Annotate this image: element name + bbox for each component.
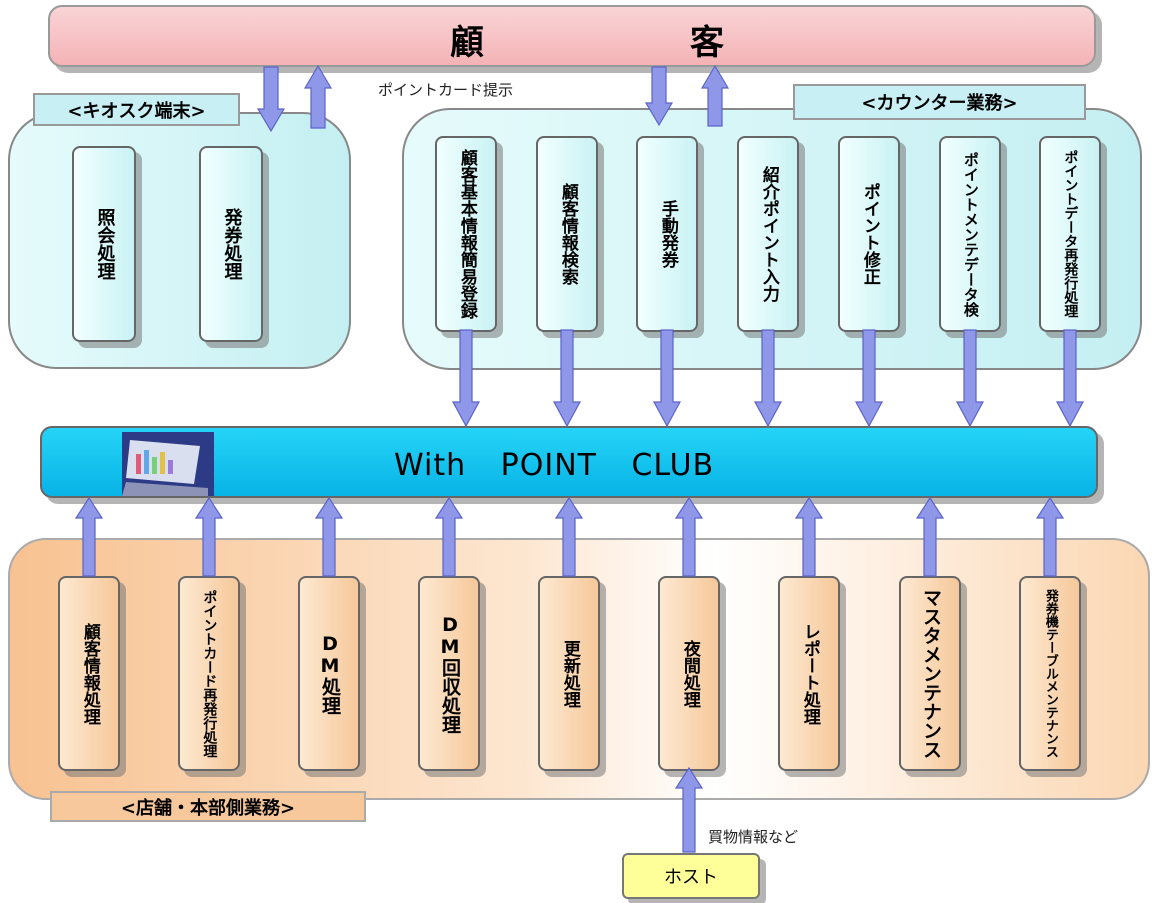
- store-item-dm: DM処理: [298, 576, 360, 771]
- system-title: With POINT CLUB: [394, 448, 715, 483]
- arrow-down-icon: [854, 329, 884, 428]
- kiosk-item-label: 発券処理: [221, 208, 243, 280]
- arrow-up-icon: [74, 496, 104, 577]
- counter-label: <カウンター業務>: [793, 84, 1086, 120]
- arrow-up-icon: [194, 496, 224, 577]
- store-item-master-maintenance: マスタメンテナンス: [899, 576, 961, 771]
- store-item-label: DM回収処理: [438, 613, 461, 734]
- arrow-up-icon: [794, 496, 824, 577]
- store-item-update: 更新処理: [538, 576, 600, 771]
- kiosk-item-inquiry: 照会処理: [72, 146, 136, 342]
- counter-item-manual-ticketing: 手動発券: [636, 136, 698, 332]
- store-item-label: マスタメンテナンス: [919, 588, 942, 759]
- customer-char-2: 客: [690, 23, 726, 63]
- store-item-card-reissue: ポイントカード再発行処理: [178, 576, 240, 771]
- store-label: <店舗・本部側業務>: [50, 791, 366, 822]
- host-box: ホスト: [622, 853, 760, 899]
- arrow-down-icon: [753, 329, 783, 428]
- store-item-nightly: 夜間処理: [658, 576, 720, 771]
- arrow-down-icon: [552, 329, 582, 428]
- arrow-up-icon: [674, 766, 704, 853]
- kiosk-item-ticketing: 発券処理: [199, 146, 263, 342]
- counter-item-point-data-reissue: ポイントデータ再発行処理: [1039, 136, 1101, 332]
- store-item-label: DM処理: [318, 632, 341, 715]
- counter-item-label: 手動発券: [657, 200, 678, 268]
- kiosk-item-label: 照会処理: [94, 208, 116, 280]
- computer-screen-icon: [122, 432, 214, 496]
- counter-item-label: 紹介ポイント入力: [758, 166, 779, 302]
- counter-item-point-maintenance: ポイントメンテデータ検: [939, 136, 1001, 332]
- arrow-up-icon: [915, 496, 945, 577]
- arrow-up-icon: [674, 496, 704, 577]
- store-item-label: 夜間処理: [679, 639, 700, 708]
- store-item-label: 更新処理: [559, 639, 580, 708]
- arrow-down-icon: [256, 66, 286, 133]
- arrow-up-icon: [314, 496, 344, 577]
- store-item-report: レポート処理: [778, 576, 840, 771]
- counter-item-customer-registration: 顧客基本情報簡易登録: [435, 136, 497, 332]
- arrow-down-icon: [644, 66, 674, 127]
- kiosk-label: <キオスク端末>: [33, 93, 240, 126]
- arrow-down-icon: [955, 329, 985, 428]
- store-item-label: 発券機テーブルメンテナンス: [1042, 589, 1058, 758]
- store-item-customer-info: 顧客情報処理: [58, 576, 120, 771]
- counter-item-customer-search: 顧客情報検索: [536, 136, 598, 332]
- arrow-down-icon: [652, 329, 682, 428]
- arrow-up-icon: [554, 496, 584, 577]
- arrow-down-icon: [451, 329, 481, 428]
- system-bar: With POINT CLUB: [40, 426, 1098, 498]
- counter-item-label: ポイントデータ再発行処理: [1062, 150, 1079, 318]
- kiosk-panel: [8, 112, 351, 369]
- counter-item-point-correction: ポイント修正: [838, 136, 900, 332]
- store-item-label: レポート処理: [799, 622, 820, 725]
- counter-item-label: ポイント修正: [859, 183, 880, 285]
- purchase-info-label: 買物情報など: [708, 828, 799, 846]
- host-label: ホスト: [664, 867, 718, 888]
- counter-item-label: ポイントメンテデータ検: [961, 151, 980, 317]
- counter-item-referral-points: 紹介ポイント入力: [737, 136, 799, 332]
- arrow-up-icon: [434, 496, 464, 577]
- arrow-up-icon: [700, 64, 730, 127]
- counter-item-label: 顧客基本情報簡易登録: [456, 149, 477, 319]
- arrow-up-icon: [303, 64, 333, 129]
- store-item-ticket-table-maintenance: 発券機テーブルメンテナンス: [1019, 576, 1081, 771]
- customer-char-1: 顧: [450, 23, 486, 63]
- counter-item-label: 顧客情報検索: [557, 183, 578, 285]
- store-item-dm-collection: DM回収処理: [418, 576, 480, 771]
- store-item-label: 顧客情報処理: [79, 622, 100, 725]
- card-present-label: ポイントカード提示: [378, 81, 514, 99]
- store-item-label: ポイントカード再発行処理: [201, 589, 218, 758]
- customer-bar: 顧 客: [48, 5, 1096, 67]
- arrow-down-icon: [1055, 329, 1085, 428]
- arrow-up-icon: [1035, 496, 1065, 577]
